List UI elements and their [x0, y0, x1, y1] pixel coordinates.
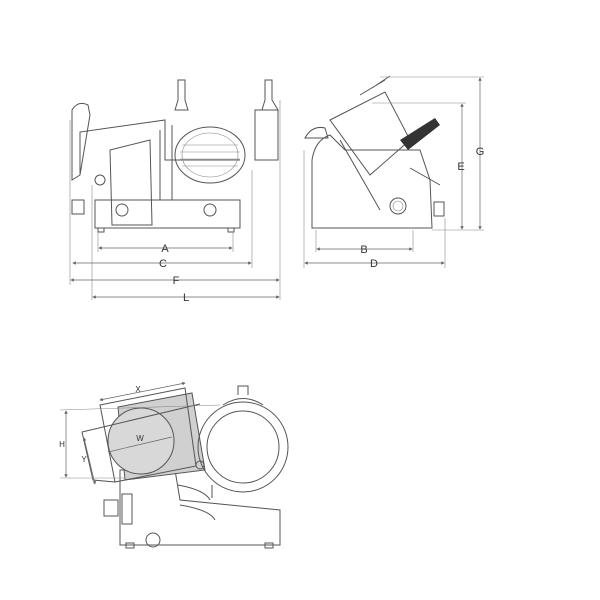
dimension-label-l: L [183, 292, 189, 304]
dimension-label-y: Y [81, 455, 87, 464]
dimension-label-e: E [457, 161, 464, 173]
dimension-label-h: H [59, 440, 65, 449]
dimension-label-c: C [159, 258, 167, 270]
dimension-label-f: F [173, 275, 180, 287]
dimension-label-g: G [476, 146, 485, 158]
dimension-label-a: A [161, 243, 169, 255]
dimension-label-b: B [360, 244, 367, 256]
dimension-label-d: D [370, 258, 378, 270]
top-dimensions: X W Y H [59, 381, 221, 485]
front-view [71, 79, 279, 233]
dimension-label-w: W [136, 434, 144, 443]
front-dimensions: A C F L [69, 100, 281, 304]
side-view [304, 75, 445, 229]
side-dimensions: B D E G [303, 76, 485, 270]
dimension-label-x: X [135, 385, 141, 394]
top-view [81, 385, 289, 549]
